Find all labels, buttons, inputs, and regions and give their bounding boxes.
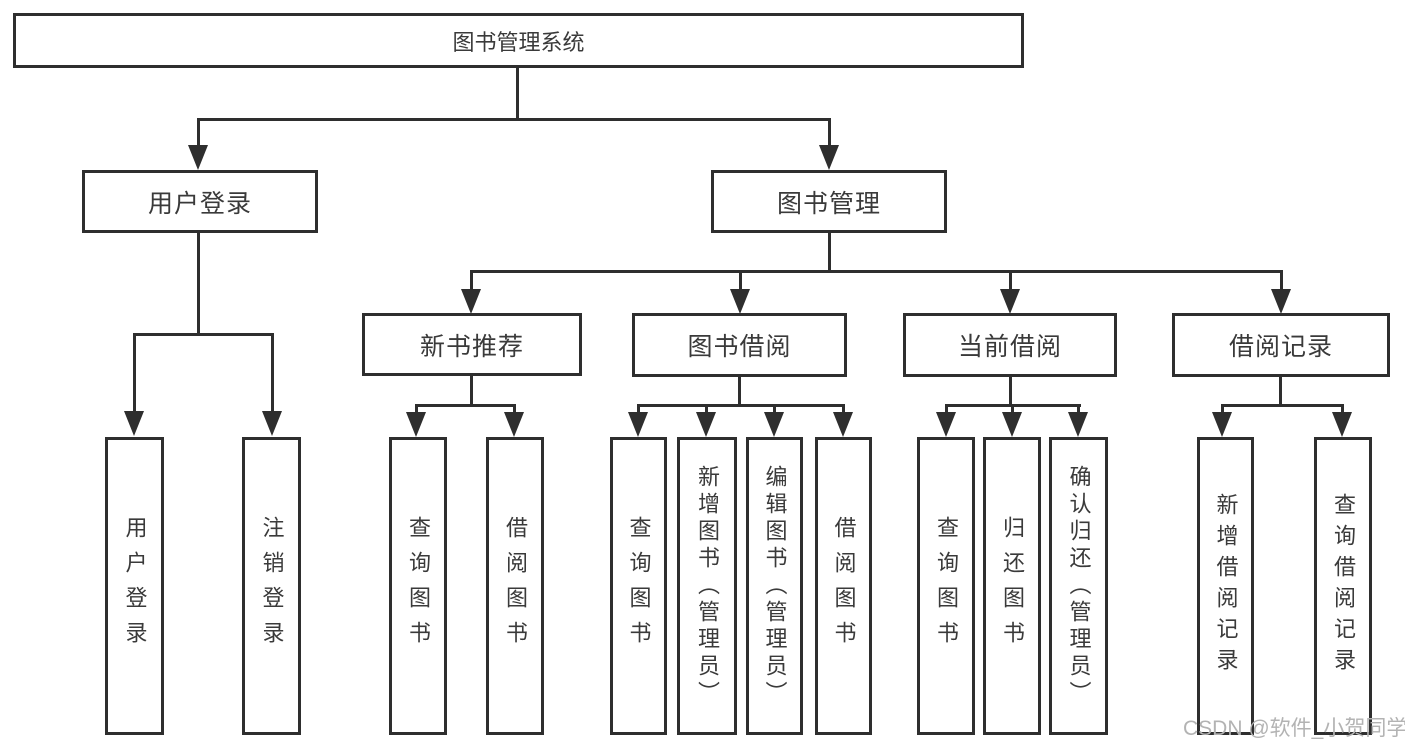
leaf-add-borrow-record-label: 新增借阅记录 [1213,493,1239,679]
arrowhead-confirm-return [1068,412,1088,437]
arrowhead-new-book-recommend [461,289,481,314]
connector-new-book-stem [470,376,473,407]
node-user-login-label: 用户登录 [147,189,252,218]
arrowhead-add-book-admin [696,412,716,437]
leaf-query-borrow-record: 查询借阅记录 [1314,437,1372,735]
node-new-book-recommend-label: 新书推荐 [419,332,524,361]
connector-book-borrow-stem [738,377,741,407]
node-book-borrow-label: 图书借阅 [687,333,792,361]
leaf-add-book-admin-label: 新增图书（管理员） [695,464,720,708]
leaf-return-book-label: 归还图书 [1000,516,1025,656]
node-book-borrow: 图书借阅 [632,313,847,377]
connector-drop-query-books-recommend [415,404,418,414]
connector-borrow-records-bar [1221,404,1344,407]
leaf-confirm-return-admin-label: 确认归还（管理员） [1066,464,1092,708]
connector-drop-edit-book-admin [773,404,776,414]
node-new-book-recommend: 新书推荐 [362,313,582,376]
connector-root-stem [516,67,519,121]
node-book-management: 图书管理 [711,170,947,233]
arrowhead-add-borrow-record [1212,412,1232,437]
node-book-management-label: 图书管理 [776,189,881,218]
arrowhead-user-login-leaf [124,411,144,436]
node-borrow-records: 借阅记录 [1172,313,1390,377]
connector-user-login-bar [133,333,274,336]
arrowhead-borrow-books-borrow [833,412,853,437]
leaf-return-book: 归还图书 [983,437,1041,735]
arrowhead-edit-book-admin [764,412,784,437]
leaf-borrow-books-recommend-label: 借阅图书 [503,516,528,656]
node-borrow-records-label: 借阅记录 [1228,333,1333,361]
node-user-login: 用户登录 [82,170,318,233]
connector-root-bar [197,118,831,121]
arrowhead-query-books-current [936,412,956,437]
connector-book-management-stem [828,233,831,273]
node-root-label: 图书管理系统 [452,29,585,55]
leaf-query-books-recommend-label: 查询图书 [406,516,431,656]
arrowhead-book-borrow [730,289,750,314]
leaf-borrow-books-borrow-label: 借阅图书 [831,516,857,656]
connector-drop-current-borrow [1009,270,1012,290]
connector-drop-borrow-books-borrow [842,404,845,414]
leaf-query-books-current: 查询图书 [917,437,975,735]
arrowhead-book-management [819,145,839,170]
leaf-borrow-books-borrow: 借阅图书 [815,437,872,735]
arrowhead-borrow-records [1271,289,1291,314]
connector-drop-book-management [828,118,831,148]
leaf-add-borrow-record: 新增借阅记录 [1197,437,1254,735]
arrowhead-current-borrow [1000,289,1020,314]
connector-drop-book-borrow [739,270,742,290]
leaf-user-login-label: 用户登录 [122,516,148,656]
arrowhead-return-book [1002,412,1022,437]
connector-new-book-bar [415,404,516,407]
watermark: CSDN @软件_小贺同学 [1183,717,1405,740]
leaf-logout-label: 注销登录 [259,516,285,656]
connector-drop-query-borrow-record [1341,404,1344,414]
node-current-borrow: 当前借阅 [903,313,1117,377]
connector-book-borrow-bar [637,404,845,407]
connector-drop-borrow-records [1280,270,1283,290]
connector-user-login-stem [197,233,200,336]
connector-drop-borrow-books-recommend [513,404,516,414]
arrowhead-borrow-books-recommend [504,412,524,437]
leaf-edit-book-admin-label: 编辑图书（管理员） [762,464,788,708]
leaf-user-login: 用户登录 [105,437,164,735]
arrowhead-query-borrow-record [1332,412,1352,437]
connector-book-management-bar [470,270,1282,273]
leaf-query-books-borrow: 查询图书 [610,437,667,735]
arrowhead-user-login [188,145,208,170]
arrowhead-logout [262,411,282,436]
connector-drop-query-books-current [945,404,948,414]
leaf-edit-book-admin: 编辑图书（管理员） [746,437,803,735]
leaf-query-books-recommend: 查询图书 [389,437,447,735]
connector-borrow-records-stem [1279,377,1282,407]
node-current-borrow-label: 当前借阅 [957,333,1062,361]
leaf-query-books-borrow-label: 查询图书 [626,516,652,656]
connector-drop-return-book [1011,404,1014,414]
connector-drop-logout [271,333,274,411]
connector-drop-add-borrow-record [1221,404,1224,414]
node-root: 图书管理系统 [13,13,1024,68]
leaf-confirm-return-admin: 确认归还（管理员） [1049,437,1108,735]
connector-drop-confirm-return [1077,404,1080,414]
connector-drop-user-login [197,118,200,148]
connector-drop-add-book-admin [705,404,708,414]
arrowhead-query-books-borrow [628,412,648,437]
leaf-query-borrow-record-label: 查询借阅记录 [1331,493,1356,679]
leaf-borrow-books-recommend: 借阅图书 [486,437,544,735]
connector-current-borrow-stem [1009,377,1012,407]
arrowhead-query-books-recommend [406,412,426,437]
leaf-logout: 注销登录 [242,437,301,735]
connector-drop-query-books-borrow [637,404,640,414]
leaf-add-book-admin: 新增图书（管理员） [677,437,737,735]
leaf-query-books-current-label: 查询图书 [934,516,959,656]
connector-drop-user-login-leaf [133,333,136,411]
connector-drop-new-book-recommend [470,270,473,290]
